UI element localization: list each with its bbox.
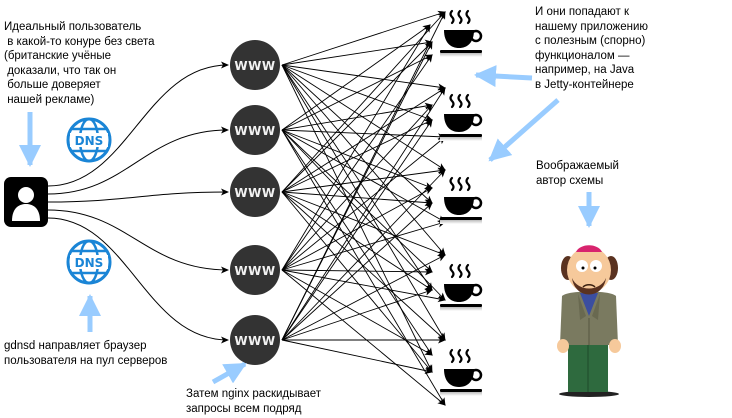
server-app-link: [281, 191, 433, 291]
server-app-link: [281, 39, 433, 66]
server-app-link: [281, 202, 433, 341]
server-app-link: [281, 129, 446, 141]
server-app-link: [281, 119, 433, 341]
user-server-link: [47, 217, 229, 344]
web-server-node: WWW: [230, 105, 280, 155]
web-server-node: WWW: [230, 167, 280, 217]
server-app-link: [281, 41, 433, 193]
server-app-link: [281, 254, 446, 341]
user-server-link: [47, 126, 229, 195]
server-app-link: [281, 10, 446, 66]
server-label: WWW: [234, 124, 275, 138]
server-app-link: [281, 64, 446, 256]
server-app-link: [281, 64, 433, 204]
server-label: WWW: [234, 186, 275, 200]
nginx-note: Затем nginx раскидывает запросы всем под…: [186, 388, 322, 415]
coffee-cup-icon: [440, 263, 483, 311]
web-server-node: WWW: [230, 315, 280, 365]
user-server-link: [47, 209, 229, 274]
server-app-link: [281, 41, 433, 341]
dns-label: DNS: [75, 256, 104, 270]
server-app-link: [281, 64, 433, 291]
server-app-link: [281, 24, 431, 131]
server-to-app-links: [281, 10, 446, 406]
dns-globe-icon: DNS: [66, 239, 112, 285]
server-app-link: [281, 269, 433, 356]
coffee-cup-icon: [440, 348, 483, 396]
server-label: WWW: [234, 59, 275, 73]
user-note: Идеальный пользователь в какой-то конуре…: [4, 21, 155, 106]
user-icon: [4, 177, 48, 227]
author-note: Воображаемый автор схемы: [536, 160, 619, 187]
server-app-link: [281, 129, 446, 406]
dns-label: DNS: [75, 134, 104, 148]
hint-arrows: [19, 65, 600, 385]
server-app-link: [281, 54, 433, 131]
web-server-node: WWW: [230, 40, 280, 90]
server-app-link: [281, 191, 433, 373]
server-app-link: [281, 64, 433, 373]
web-server-node: WWW: [230, 245, 280, 295]
server-app-link: [281, 64, 446, 171]
user-server-link: [47, 188, 229, 203]
server-app-link: [281, 220, 446, 271]
user-server-link: [47, 61, 229, 187]
server-app-link: [281, 169, 446, 341]
server-app-link: [281, 24, 431, 271]
server-app-link: [281, 129, 433, 273]
server-app-link: [281, 104, 433, 271]
user-to-server-links: [47, 61, 229, 344]
app-note: И они попадают к нашему приложению с пол…: [535, 6, 648, 91]
server-app-link: [281, 87, 446, 341]
dns-note: gdnsd направляет браузер пользователя на…: [4, 340, 168, 367]
server-app-link: [281, 64, 446, 91]
server-app-link: [281, 187, 433, 271]
server-app-link: [281, 129, 433, 189]
coffee-cup-icon: [440, 93, 483, 141]
server-label: WWW: [234, 334, 275, 348]
coffee-cup-icon: [440, 9, 483, 57]
server-app-link: [281, 87, 446, 193]
hint-arrow-nginx: [211, 361, 247, 385]
server-app-link: [281, 191, 446, 256]
server-app-link: [281, 288, 433, 341]
server-app-link: [281, 269, 446, 406]
server-app-link: [281, 136, 446, 271]
author-character: [557, 245, 621, 397]
dns-globe-icon: DNS: [66, 117, 112, 163]
server-label: WWW: [234, 264, 275, 278]
server-app-link: [281, 129, 433, 356]
server-app-link: [281, 11, 446, 193]
hint-arrow-container: [488, 98, 560, 162]
server-app-link: [281, 339, 433, 374]
hint-arrow-app: [474, 65, 533, 88]
coffee-cup-icon: [440, 176, 483, 224]
